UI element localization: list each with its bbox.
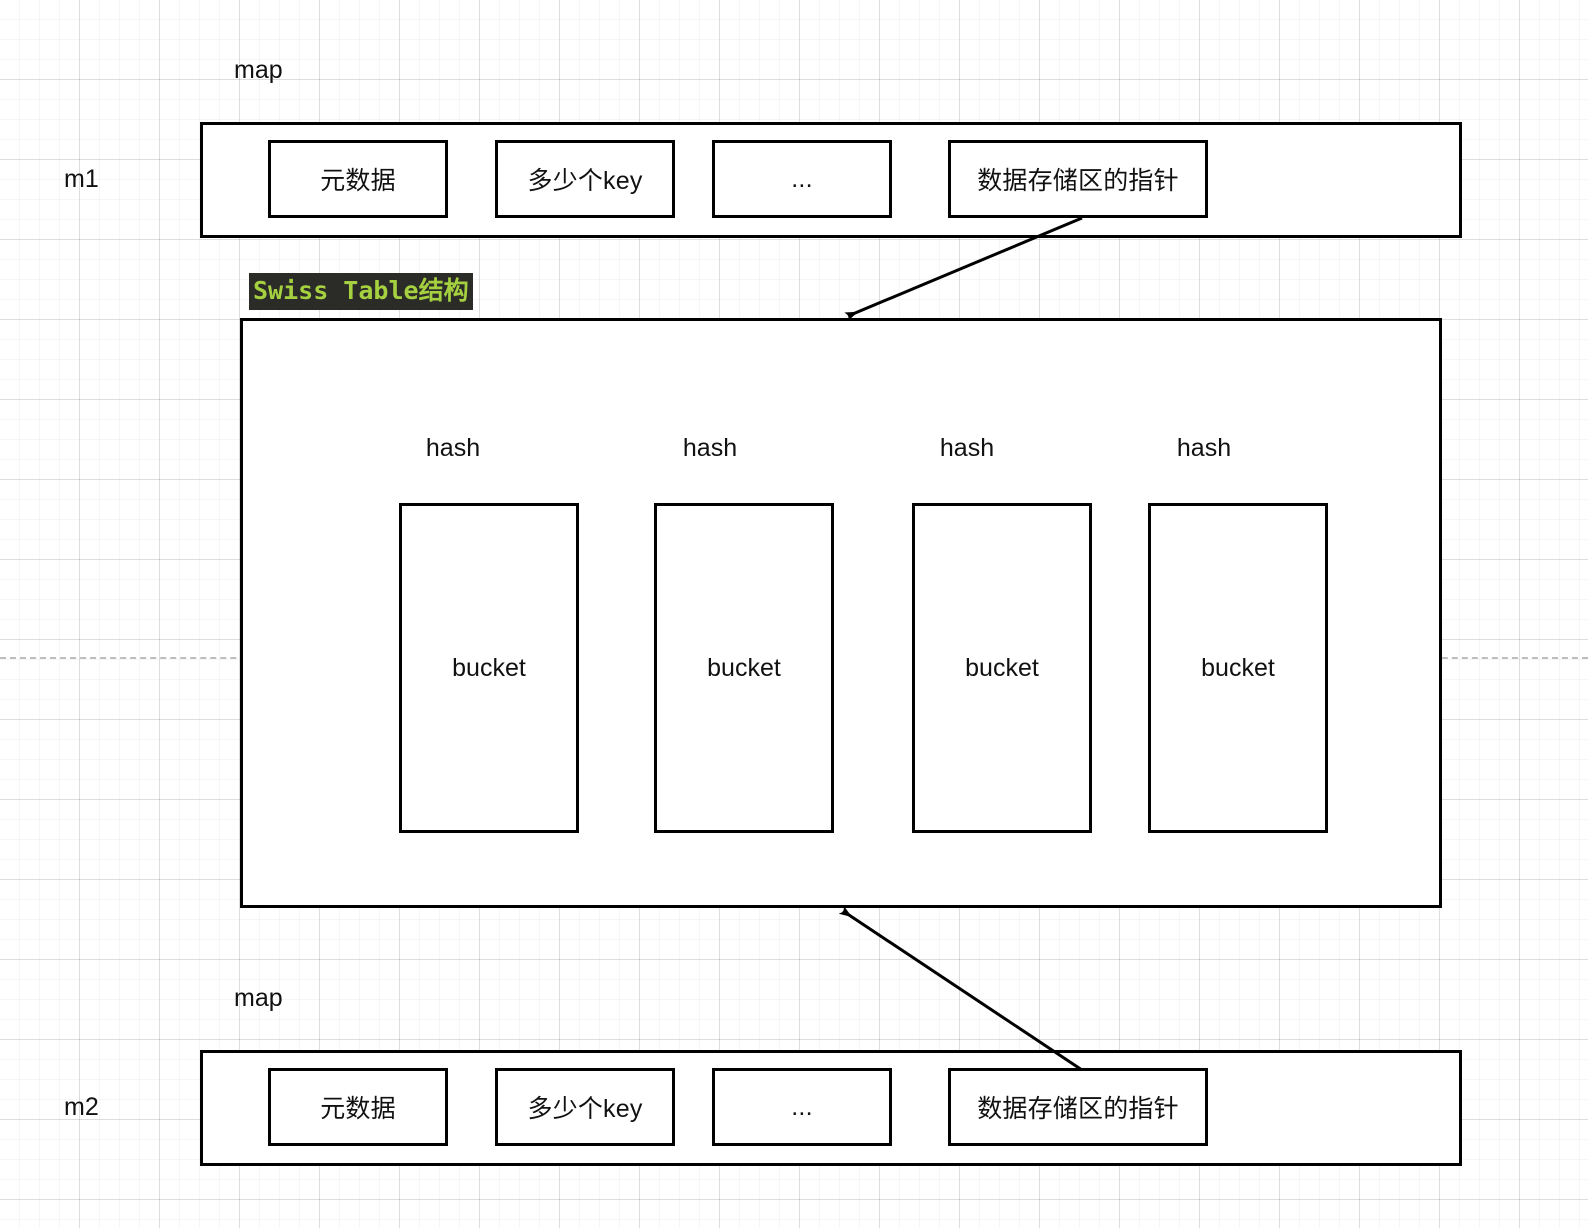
swiss-table-badge: Swiss Table结构 bbox=[249, 273, 473, 310]
hash-label-4: hash bbox=[1176, 434, 1232, 462]
map-field-data-pointer-m2[interactable]: 数据存储区的指针 bbox=[948, 1068, 1208, 1146]
hash-label-2: hash bbox=[682, 434, 738, 462]
hash-label-1: hash bbox=[425, 434, 481, 462]
hash-label-3: hash bbox=[939, 434, 995, 462]
arrow-m2-pointer-to-swiss-table bbox=[838, 906, 1083, 1072]
map-side-label-m2: m2 bbox=[64, 1093, 99, 1121]
map-field-metadata-m2[interactable]: 元数据 bbox=[268, 1068, 448, 1146]
map-field-key-count-m2[interactable]: 多少个key bbox=[495, 1068, 675, 1146]
map-field-key-count-m1[interactable]: 多少个key bbox=[495, 140, 675, 218]
map-field-ellipsis-m2[interactable]: ... bbox=[712, 1068, 892, 1146]
bucket-box-4[interactable]: bucket bbox=[1148, 503, 1328, 833]
map-field-data-pointer-m1[interactable]: 数据存储区的指针 bbox=[948, 140, 1208, 218]
bucket-box-1[interactable]: bucket bbox=[399, 503, 579, 833]
map-top-label-m1: map bbox=[234, 56, 283, 84]
map-struct-m2: 元数据 多少个key ... 数据存储区的指针 bbox=[200, 1050, 1462, 1166]
map-field-ellipsis-m1[interactable]: ... bbox=[712, 140, 892, 218]
bucket-box-3[interactable]: bucket bbox=[912, 503, 1092, 833]
map-top-label-m2: map bbox=[234, 984, 283, 1012]
map-side-label-m1: m1 bbox=[64, 165, 99, 193]
map-struct-m1: 元数据 多少个key ... 数据存储区的指针 bbox=[200, 122, 1462, 238]
bucket-box-2[interactable]: bucket bbox=[654, 503, 834, 833]
map-field-metadata-m1[interactable]: 元数据 bbox=[268, 140, 448, 218]
swiss-table-container: hash hash hash hash bucket bucket bucket… bbox=[240, 318, 1442, 908]
